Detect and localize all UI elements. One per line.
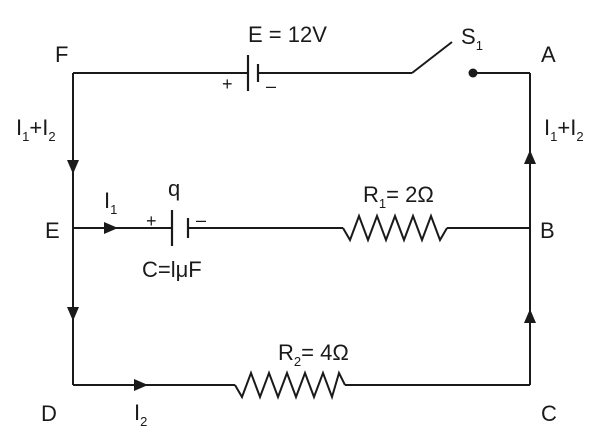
arrow-right-up-upper: [524, 150, 536, 164]
wires: [72, 41, 531, 386]
current-label-left-total: I1+I2: [16, 115, 56, 144]
node-label-c: C: [541, 401, 557, 426]
resistor-r1: R1= 2Ω: [342, 182, 448, 243]
battery: E = 12V + –: [222, 22, 327, 96]
switch-contact-dot: [468, 68, 478, 78]
switch-s1: S1: [461, 24, 483, 78]
arrow-bottom-right: [134, 379, 148, 391]
current-arrows: [67, 150, 536, 391]
battery-minus-sign: –: [266, 76, 276, 96]
resistor-r2: R2= 4Ω: [234, 340, 349, 401]
arrow-left-down-upper: [67, 160, 79, 174]
arrow-mid-right: [104, 222, 118, 234]
capacitor-charge-label: q: [168, 176, 180, 201]
node-label-d: D: [41, 401, 57, 426]
current-label-i2: I2: [134, 400, 147, 429]
battery-label: E = 12V: [248, 22, 327, 47]
resistor-r2-label: R2= 4Ω: [278, 340, 349, 369]
node-label-b: B: [540, 218, 555, 243]
node-label-e: E: [45, 218, 60, 243]
switch-label: S1: [461, 24, 483, 53]
current-label-right-total: I1+I2: [544, 115, 584, 144]
battery-plus-sign: +: [222, 74, 233, 94]
capacitor: q + – C=lμF: [142, 176, 206, 282]
resistor-r1-label: R1= 2Ω: [363, 182, 434, 211]
capacitor-plus-sign: +: [146, 211, 157, 231]
node-label-a: A: [541, 42, 556, 67]
capacitor-minus-sign: –: [196, 210, 206, 230]
switch-blade: [411, 41, 453, 74]
resistor-r1-zigzag: [342, 213, 448, 243]
arrow-right-up-lower: [524, 309, 536, 323]
current-label-i1: I1: [104, 188, 117, 217]
arrow-left-down-lower: [67, 307, 79, 321]
capacitor-value-label: C=lμF: [142, 257, 202, 282]
node-label-f: F: [55, 42, 68, 67]
resistor-r2-zigzag: [234, 370, 346, 401]
